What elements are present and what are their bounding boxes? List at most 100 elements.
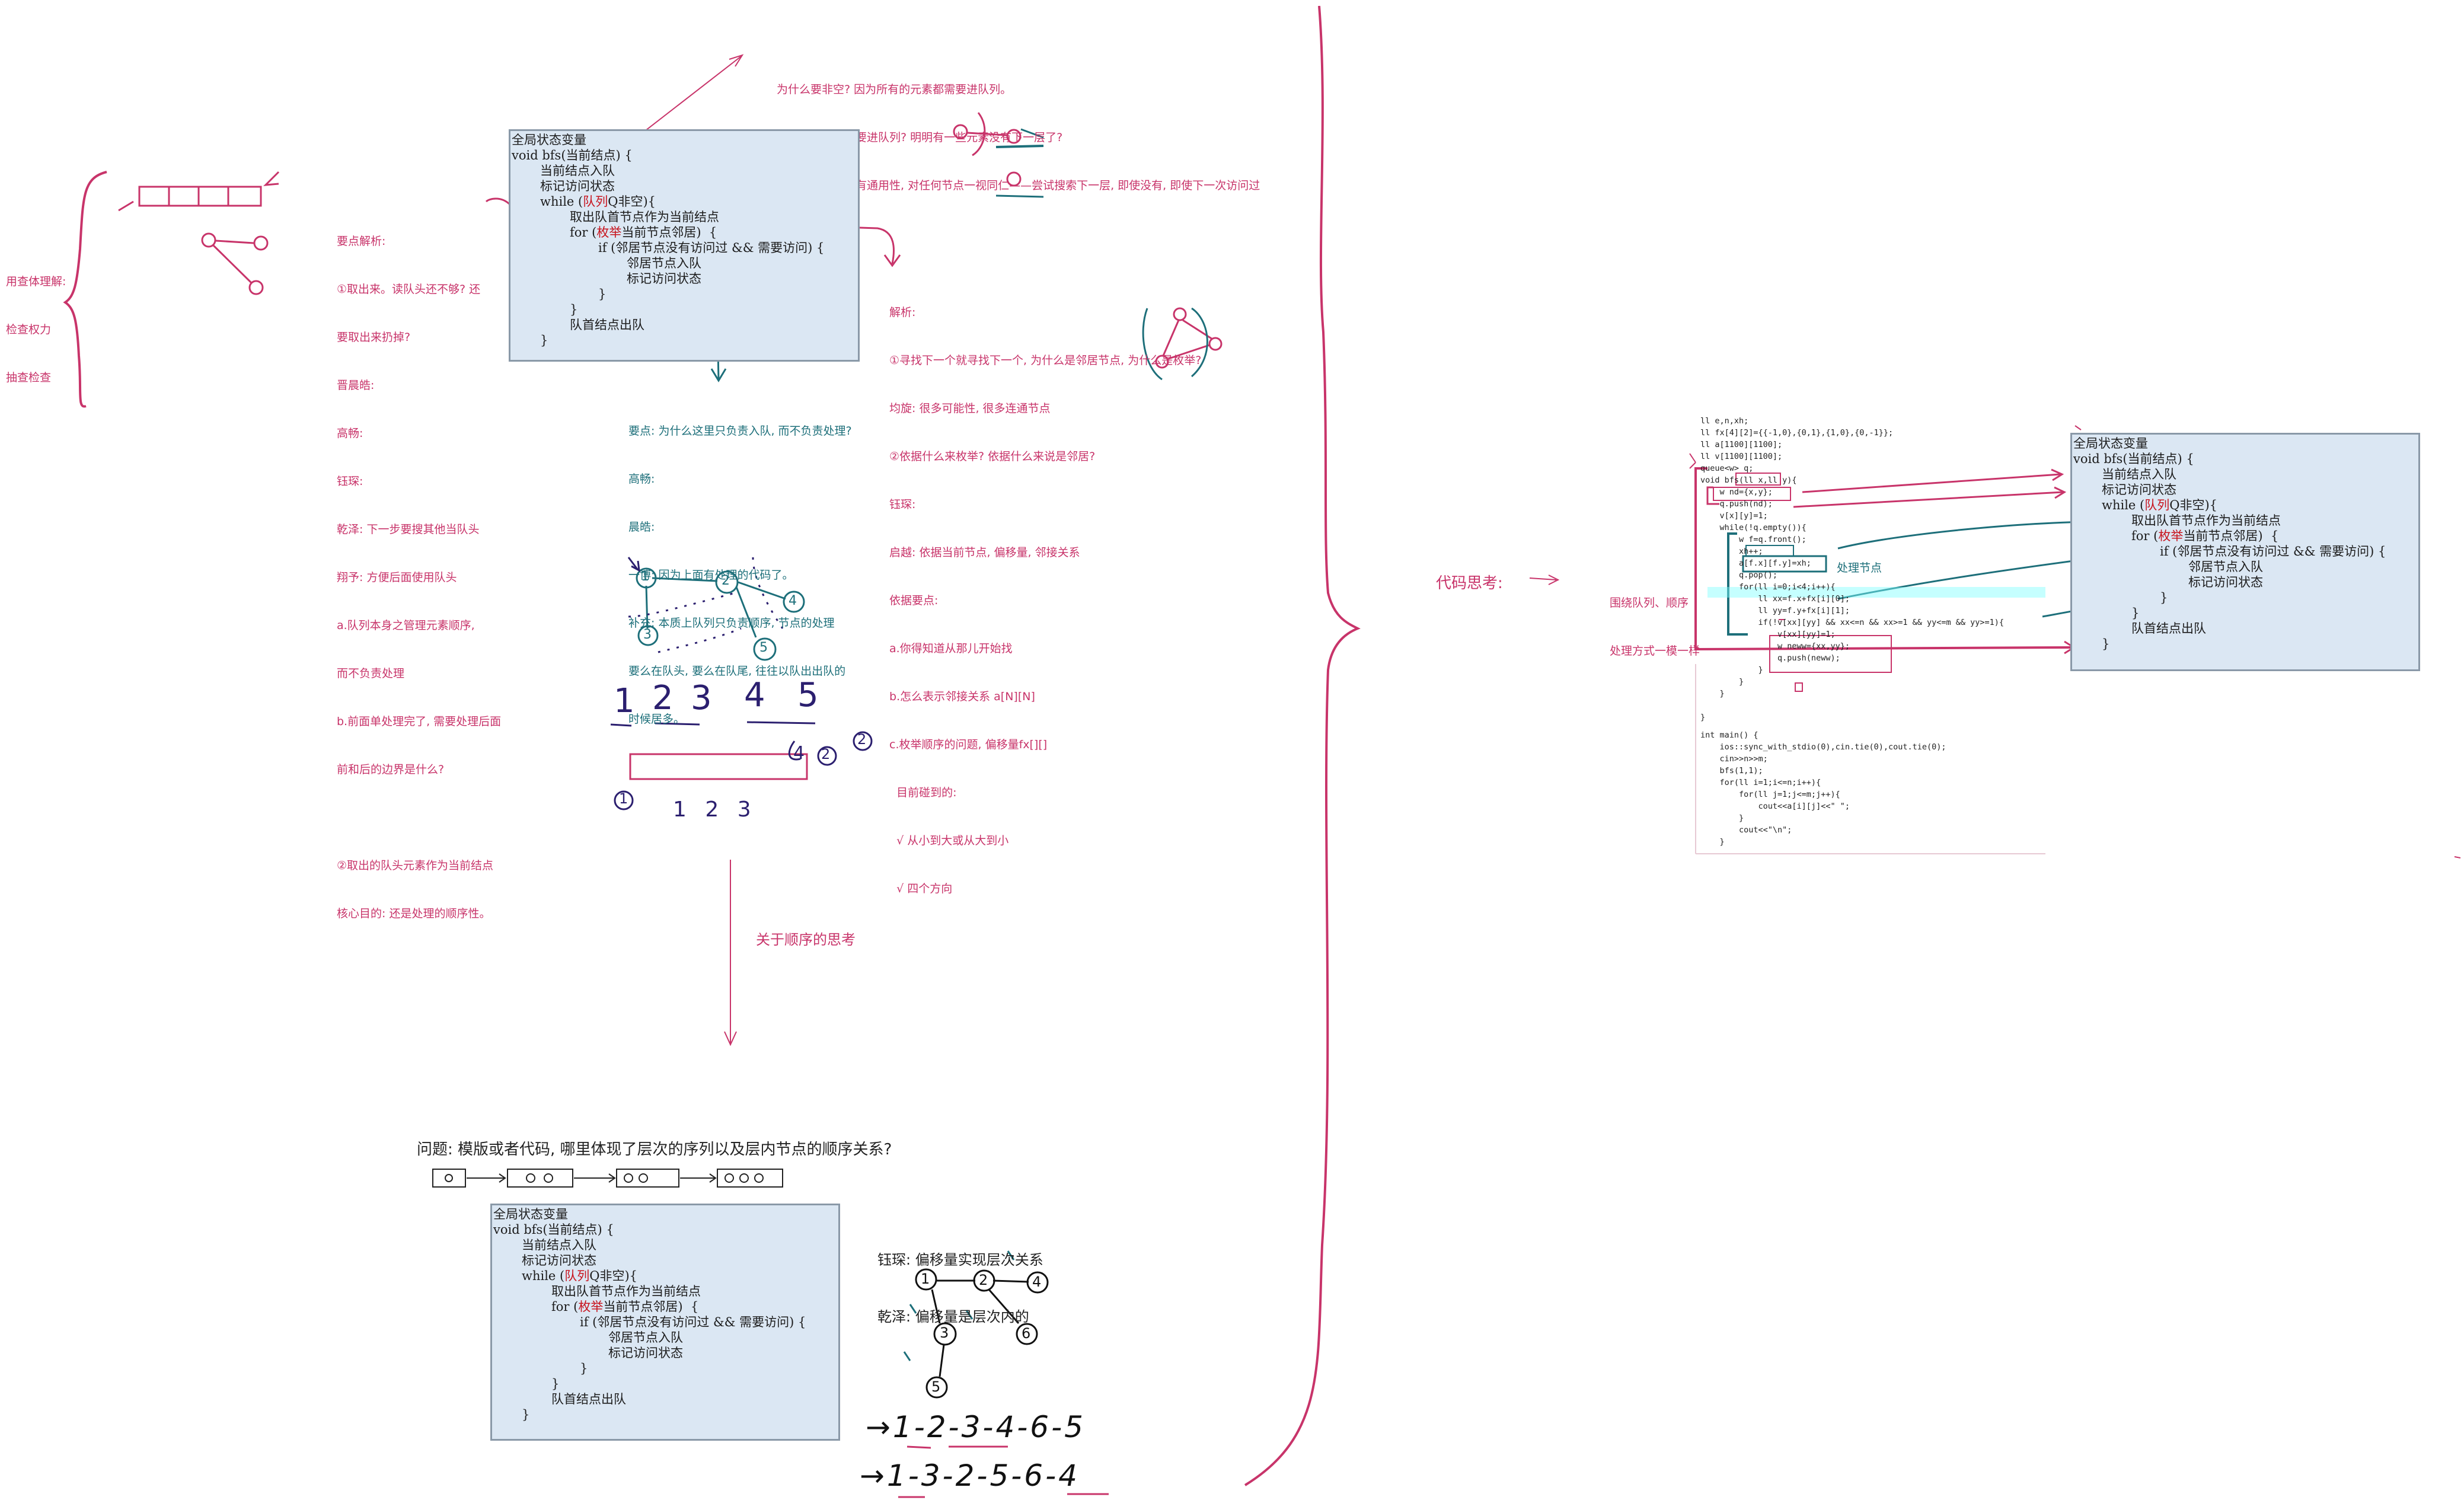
code-title: 全局状态变量 <box>512 133 586 147</box>
code-keyword: 队列 <box>2144 498 2170 512</box>
code-line: } <box>570 302 578 317</box>
code-line: ll a[1100][1100]; <box>1700 440 1783 449</box>
note-line: 钰琛: <box>889 498 916 511</box>
note-line: 钰琛: <box>337 475 363 488</box>
code-line: ll fx[4][2]={{-1,0},{0,1},{1,0},{0,-1}}; <box>1700 428 1894 438</box>
graph2-node-1: 1 <box>921 1271 930 1287</box>
divider-brace <box>1244 5 1361 1486</box>
pseudo-code-box-3: 全局状态变量 void bfs(当前结点) { 当前结点入队 标记访问状态 wh… <box>2070 433 2420 671</box>
note-line: 前和后的边界是什么? <box>337 763 445 776</box>
code-token: Q非空){ <box>589 1269 638 1283</box>
arrow-caption: 关于顺序的思考 <box>756 931 856 948</box>
note-line: 围绕队列、顺序 <box>1610 596 1689 609</box>
code-line: cout<<a[i][j]<<" "; <box>1700 802 1850 811</box>
note-line: 检查权力 <box>6 323 52 336</box>
code-line: w neww={xx,yy}; <box>1700 642 1850 651</box>
code-line: 取出队首节点作为当前结点 <box>2131 513 2281 528</box>
order-digit: 1 <box>614 682 635 720</box>
code-token: while ( <box>540 194 583 209</box>
code-line: a[f.x][f.y]=xh; <box>1700 558 1811 568</box>
code-line: w f=q.front(); <box>1700 535 1806 544</box>
key-points-note: 要点解析: ①取出来。读队头还不够? 还 要取出来扔掉? 晋晨皓: 高畅: 钰琛… <box>337 202 501 938</box>
process-note: 处理节点 <box>1837 561 1882 575</box>
code-line: } <box>1700 713 1706 722</box>
code-line: ll e,n,xh; <box>1700 416 1749 426</box>
code-line: } <box>580 1361 588 1375</box>
code-line: void bfs(ll x,ll y){ <box>1700 475 1797 485</box>
code-line: q.push(nd); <box>1700 499 1773 509</box>
code-line: for (枚举当前节点邻居) { <box>2131 528 2278 544</box>
code-line: 队首结点出队 <box>551 1392 626 1406</box>
code-line: int main() { <box>1700 730 1758 740</box>
pseudo-code-box-1: 全局状态变量 void bfs(当前结点) { 当前结点入队 标记访问状态 wh… <box>509 129 860 362</box>
bottom-notes: 钰琛: 偏移量实现层次关系 乾泽: 偏移量是层次内的 <box>877 1212 1043 1345</box>
code-line: } <box>1700 813 1744 823</box>
queue-box <box>629 753 808 780</box>
code-line: 标记访问状态 <box>522 1253 596 1268</box>
note-line: 而不负责处理 <box>337 667 405 680</box>
code-line: v[xx][yy]=1; <box>1700 630 1836 639</box>
left-queue <box>138 186 262 207</box>
middle-note: 要点: 为什么这里只负责入队, 而不负责处理? 高畅: 晨皓: 一博: 因为上面… <box>628 391 852 743</box>
code-token: Q非空){ <box>2169 498 2218 512</box>
code-keyword: 队列 <box>564 1269 590 1283</box>
code-token: for ( <box>570 225 597 240</box>
question-text: 问题: 模版或者代码, 哪里体现了层次的序列以及层内节点的顺序关系? <box>417 1141 892 1158</box>
note-line <box>337 810 501 826</box>
code-line: 邻居节点入队 <box>627 256 701 270</box>
note-line: c.枚举顺序的问题, 偏移量fx[][] <box>889 738 1048 751</box>
code-line: } <box>522 1408 530 1422</box>
code-line: } <box>1700 665 1763 675</box>
note-line: 为什么要非空? 因为所有的元素都需要进队列。 <box>777 83 1012 96</box>
note-line: ①取出来。读队头还不够? 还 <box>337 283 481 296</box>
code-line: } <box>1700 677 1744 687</box>
code-line: while (队列Q非空){ <box>2102 497 2217 513</box>
note-line: 翔予: 方便后面使用队头 <box>337 571 457 584</box>
graph1-node-5: 5 <box>759 640 768 655</box>
graph1-node-4: 4 <box>789 593 797 608</box>
pseudo-code-box-2: 全局状态变量 void bfs(当前结点) { 当前结点入队 标记访问状态 wh… <box>490 1204 840 1441</box>
code-line: v[x][y]=1; <box>1700 511 1768 521</box>
note-line: 晋晨皓: <box>337 379 375 392</box>
graph1-node-3: 3 <box>643 627 652 642</box>
code-token: Q非空){ <box>608 194 656 209</box>
order-digit: 4 <box>744 676 765 714</box>
code-token: 当前节点邻居) { <box>603 1300 699 1314</box>
code-line: if(!v[xx][yy] && xx<=n && xx>=1 && yy<=m… <box>1700 618 2005 627</box>
code-token: for ( <box>2131 529 2159 543</box>
note-line: 乾泽: 下一步要搜其他当队头 <box>337 523 480 536</box>
note-line: 补充: 本质上队列只负责顺序, 节点的处理 <box>628 617 835 630</box>
code-token: 当前节点邻居) { <box>621 225 717 240</box>
note-line: a.队列本身之管理元素顺序, <box>337 619 475 632</box>
source-code: ll e,n,xh; ll fx[4][2]={{-1,0},{0,1},{1,… <box>1700 415 2044 854</box>
analysis-note: 解析: ①寻找下一个就寻找下一个, 为什么是邻居节点, 为什么是枚举? 均旋: … <box>889 273 1201 913</box>
code-line: } <box>2102 637 2110 651</box>
graph-1 <box>636 567 805 661</box>
code-keyword: 枚举 <box>578 1300 604 1314</box>
sequence-1: →1-2-3-4-6-5 <box>866 1410 1086 1444</box>
code-line: xh++; <box>1700 547 1763 556</box>
code-line: if (邻居节点没有访问过 && 需要访问) { <box>598 241 825 255</box>
note-line: 解析: <box>889 306 916 319</box>
graph2-node-2: 2 <box>979 1272 988 1288</box>
code-token: while ( <box>2102 498 2145 512</box>
note-line: 目前碰到的: <box>889 786 957 799</box>
note-line: 时候居多。 <box>628 713 685 726</box>
note-line: 要点解析: <box>337 235 386 248</box>
code-line: while(!q.empty()){ <box>1700 523 1806 532</box>
note-line: 要点: 为什么这里只负责入队, 而不负责处理? <box>628 425 852 438</box>
sequence-2: →1-3-2-5-6-4 <box>860 1458 1080 1493</box>
code-token: for ( <box>551 1300 579 1314</box>
code-line: 队首结点出队 <box>2131 621 2206 636</box>
code-line: 标记访问状态 <box>2188 575 2263 589</box>
note-line: 均旋: 很多可能性, 很多连通节点 <box>889 402 1051 415</box>
note-line: ②取出的队头元素作为当前结点 <box>337 859 494 872</box>
code-line: q.pop(); <box>1700 570 1778 580</box>
code-line: 邻居节点入队 <box>2188 560 2263 574</box>
code-line: } <box>1700 689 1725 698</box>
note-line: 处理方式一模一样 <box>1610 644 1700 658</box>
code-line: for (枚举当前节点邻居) { <box>551 1299 698 1314</box>
graph2-node-6: 6 <box>1022 1325 1031 1342</box>
graph2-node-3: 3 <box>940 1325 949 1341</box>
